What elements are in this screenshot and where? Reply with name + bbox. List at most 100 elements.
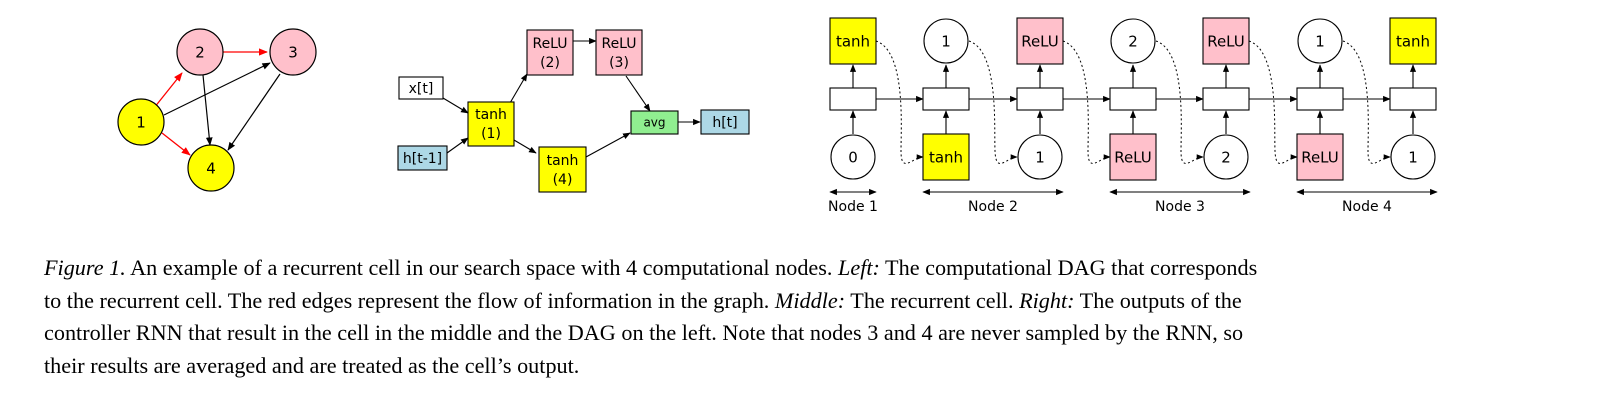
node-group-label: Node 3 xyxy=(1155,199,1205,215)
caption-text: controller RNN that result in the cell i… xyxy=(44,320,868,345)
cell-edge-tanh1-relu2 xyxy=(509,73,528,104)
rnn-output-5-label: ReLU xyxy=(1207,33,1245,51)
dag-node-4-label: 4 xyxy=(206,160,216,178)
cell-tanh4-index: (4) xyxy=(553,172,573,188)
rnn-input-7-label: 1 xyxy=(1408,149,1418,167)
caption-text: are never sampled by the RNN, so xyxy=(932,320,1244,345)
rnn-input-5-circle xyxy=(1203,134,1249,180)
cell-x-input-box xyxy=(398,76,444,100)
cell-h-input-label: h[t-1] xyxy=(403,151,442,167)
node-group-label: Node 2 xyxy=(968,199,1018,215)
cell-relu3-op: ReLU xyxy=(601,36,636,52)
dag-edge-1-3 xyxy=(163,62,271,116)
rnn-feedback-edge xyxy=(875,40,924,164)
rnn-output-3-box xyxy=(1016,17,1064,65)
cell-avg-label: avg xyxy=(643,116,665,130)
cell-tanh1-index: (1) xyxy=(481,126,501,142)
cell-edge-x-tanh1 xyxy=(442,97,469,114)
rnn-output-1-label: tanh xyxy=(836,33,870,51)
cell-avg-box xyxy=(630,110,679,135)
caption-number: 4 xyxy=(921,320,933,345)
dag-node-2-label: 2 xyxy=(195,44,205,62)
rnn-cell xyxy=(1296,87,1344,111)
rnn-feedback-edge xyxy=(968,40,1018,164)
caption-middle-label: Middle: xyxy=(774,287,846,313)
cell-h-output-box xyxy=(700,109,750,135)
dag-node-1 xyxy=(117,98,165,146)
caption-line-3: controller RNN that result in the cell i… xyxy=(44,317,1564,350)
rnn-input-6-label: ReLU xyxy=(1301,149,1339,167)
rnn-cell xyxy=(922,87,970,111)
cell-tanh4-op: tanh xyxy=(547,153,579,169)
caption-text: The recurrent cell. xyxy=(845,287,1020,313)
dag-edge-1-2 xyxy=(153,72,183,109)
caption-number: 4 xyxy=(626,255,638,280)
caption-figure-label: Figure 1. xyxy=(44,255,126,280)
cell-edge-h-tanh1 xyxy=(446,137,469,154)
rnn-feedback-edge xyxy=(1342,40,1391,164)
cell-tanh4-box xyxy=(538,146,587,193)
rnn-cell xyxy=(1202,87,1250,111)
caption-line-1: Figure 1. An example of a recurrent cell… xyxy=(44,252,1564,285)
node-group-label: Node 1 xyxy=(828,199,878,215)
rnn-cell xyxy=(1016,87,1064,111)
rnn-output-5-box xyxy=(1202,17,1250,65)
rnn-output-7-label: tanh xyxy=(1396,33,1430,51)
rnn-output-4-label: 2 xyxy=(1128,33,1138,51)
caption-text: computational nodes. xyxy=(637,255,838,280)
rnn-feedback-edge xyxy=(1062,40,1111,164)
dag-node-2 xyxy=(176,28,224,76)
caption-right-label: Right: xyxy=(1019,287,1075,313)
rnn-input-4-label: ReLU xyxy=(1114,149,1152,167)
dag-node-1-label: 1 xyxy=(136,114,146,132)
cell-h-output-label: h[t] xyxy=(712,115,737,131)
dag-edge-2-4 xyxy=(202,74,213,146)
cell-h-input-box xyxy=(397,145,448,171)
rnn-feedback-edge xyxy=(1155,40,1204,164)
cell-edge-relu3-avg xyxy=(625,75,651,112)
rnn-input-6-box xyxy=(1296,133,1344,181)
cell-edge-tanh1-tanh4 xyxy=(513,139,537,154)
rnn-input-5-label: 2 xyxy=(1221,149,1231,167)
rnn-output-3-label: ReLU xyxy=(1021,33,1059,51)
rnn-input-1-label: 0 xyxy=(848,149,858,167)
rnn-input-1-circle xyxy=(830,134,876,180)
rnn-input-3-circle xyxy=(1017,134,1063,180)
rnn-cell xyxy=(1389,87,1437,111)
cell-tanh1-box xyxy=(467,101,515,147)
caption-number: 3 xyxy=(867,320,879,345)
cell-relu3-box xyxy=(595,29,643,76)
caption-line-4: their results are averaged and are treat… xyxy=(44,352,580,378)
rnn-output-2-label: 1 xyxy=(941,33,951,51)
rnn-cell xyxy=(829,87,877,111)
rnn-input-2-label: tanh xyxy=(929,149,963,167)
figure-caption: Figure 1. An example of a recurrent cell… xyxy=(44,252,1564,382)
caption-left-label: Left: xyxy=(838,255,880,280)
caption-text: to the recurrent cell. The red edges rep… xyxy=(44,287,775,313)
caption-text: An example of a recurrent cell in our se… xyxy=(125,255,627,280)
rnn-output-6-circle xyxy=(1297,18,1343,64)
caption-text: The computational DAG that corresponds xyxy=(879,255,1258,280)
caption-text: and xyxy=(878,320,922,345)
dag-edge-3-4 xyxy=(227,73,281,151)
rnn-output-1-box xyxy=(829,17,877,65)
rnn-output-2-circle xyxy=(923,18,969,64)
caption-line-2: to the recurrent cell. The red edges rep… xyxy=(44,285,1564,318)
rnn-output-7-box xyxy=(1389,17,1437,65)
cell-relu3-index: (3) xyxy=(609,55,629,71)
cell-relu2-box xyxy=(526,29,574,76)
dag-panel: 1 2 3 4 xyxy=(117,28,317,192)
rnn-input-7-circle xyxy=(1390,134,1436,180)
cell-tanh1-op: tanh xyxy=(475,107,507,123)
cell-x-input-label: x[t] xyxy=(409,81,434,97)
caption-text: The outputs of the xyxy=(1074,287,1242,313)
dag-node-3 xyxy=(269,28,317,76)
rnn-input-2-box xyxy=(922,133,970,181)
node-group-label: Node 4 xyxy=(1342,199,1392,215)
rnn-output-4-circle xyxy=(1110,18,1156,64)
cell-panel: x[t] h[t-1] tanh (1) ReLU (2) ReLU (3) t… xyxy=(397,29,750,193)
rnn-output-6-label: 1 xyxy=(1315,33,1325,51)
controller-panel: tanh01tanhReLU12ReLUReLU21ReLUtanh1Node … xyxy=(828,17,1438,215)
rnn-feedback-edge xyxy=(1248,40,1298,164)
dag-node-3-label: 3 xyxy=(288,44,298,62)
